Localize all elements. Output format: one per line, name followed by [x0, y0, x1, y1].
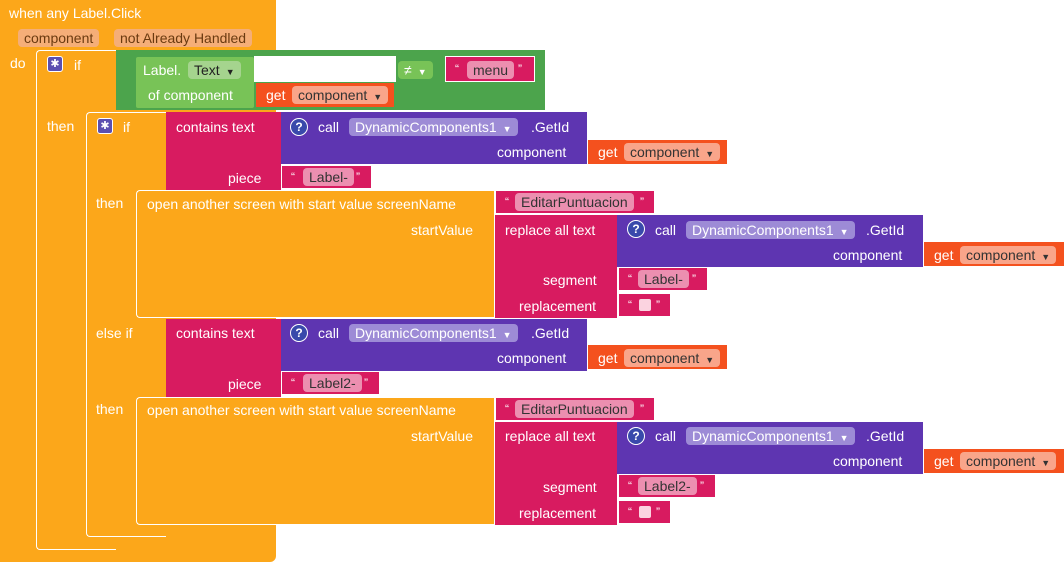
- screen-name-text[interactable]: EditarPuntuacion: [515, 193, 634, 211]
- replace-all-label: replace all text: [505, 222, 596, 238]
- help-icon[interactable]: ?: [627, 427, 645, 445]
- call-label: call: [655, 222, 677, 238]
- then-label-inner-1: then: [96, 195, 124, 211]
- dyn-components-dropdown[interactable]: DynamicComponents1▼: [349, 324, 518, 342]
- replace-all-block-2[interactable]: [495, 422, 617, 525]
- param-component[interactable]: component: [18, 29, 100, 47]
- contains-text-label: contains text: [176, 119, 255, 135]
- getid-label: .GetId: [531, 325, 570, 341]
- call-label: call: [318, 119, 340, 135]
- getid-label: .GetId: [866, 428, 905, 444]
- menu-text[interactable]: menu: [467, 61, 515, 79]
- start-value-label: startValue: [411, 428, 473, 444]
- get-label: get: [598, 350, 618, 366]
- component-arg-label: component: [833, 453, 903, 469]
- help-icon[interactable]: ?: [627, 220, 645, 238]
- get-label: get: [934, 453, 954, 469]
- help-icon[interactable]: ?: [290, 118, 308, 136]
- empty-text-field[interactable]: [639, 506, 651, 518]
- dyn-components-dropdown[interactable]: DynamicComponents1▼: [686, 221, 855, 239]
- neq-operator-dropdown[interactable]: ≠▼: [398, 61, 433, 79]
- replacement-label: replacement: [519, 298, 597, 314]
- label-dot: Label.: [143, 62, 182, 78]
- label2-prefix-text[interactable]: Label2-: [303, 374, 362, 392]
- component-arg-label: component: [497, 350, 567, 366]
- call-label: call: [318, 325, 340, 341]
- call-label: call: [655, 428, 677, 444]
- help-icon[interactable]: ?: [290, 324, 308, 342]
- open-screen-label: open another screen with start value scr…: [147, 196, 456, 212]
- component-var-dropdown[interactable]: component▼: [624, 143, 721, 161]
- component-var-dropdown[interactable]: component▼: [960, 246, 1057, 264]
- if-label: if: [74, 57, 81, 73]
- open-screen-block-1[interactable]: [136, 190, 494, 318]
- of-component-label: of component: [148, 87, 233, 103]
- open-screen-block-2[interactable]: [136, 397, 494, 525]
- text-property-dropdown[interactable]: Text▼: [188, 61, 241, 79]
- get-label: get: [598, 144, 618, 160]
- segment-label: segment: [543, 479, 597, 495]
- replacement-label: replacement: [519, 505, 597, 521]
- then-label: then: [47, 118, 75, 134]
- contains-block-1[interactable]: [166, 112, 281, 190]
- dyn-components-dropdown[interactable]: DynamicComponents1▼: [686, 427, 855, 445]
- event-title: when any Label.Click: [9, 5, 142, 21]
- component-var-dropdown[interactable]: component▼: [624, 349, 721, 367]
- getid-label: .GetId: [531, 119, 570, 135]
- component-var-dropdown[interactable]: component▼: [960, 452, 1057, 470]
- segment-text[interactable]: Label2-: [638, 477, 697, 495]
- replace-all-label: replace all text: [505, 428, 596, 444]
- gear-icon[interactable]: ✱: [47, 56, 63, 72]
- piece-label: piece: [228, 170, 262, 186]
- then-label-inner-2: then: [96, 401, 124, 417]
- segment-label: segment: [543, 272, 597, 288]
- label-prefix-text[interactable]: Label-: [303, 168, 354, 186]
- input-slot: [254, 56, 396, 82]
- empty-text-field[interactable]: [639, 299, 651, 311]
- start-value-label: startValue: [411, 222, 473, 238]
- piece-label: piece: [228, 376, 262, 392]
- do-label: do: [10, 55, 26, 71]
- inner-if-label: if: [123, 119, 130, 135]
- segment-text[interactable]: Label-: [638, 270, 689, 288]
- else-if-label: else if: [96, 325, 133, 341]
- screen-name-text[interactable]: EditarPuntuacion: [515, 400, 634, 418]
- contains-text-label: contains text: [176, 325, 255, 341]
- dyn-components-dropdown[interactable]: DynamicComponents1▼: [349, 118, 518, 136]
- get-label: get: [934, 247, 954, 263]
- component-arg-label: component: [497, 144, 567, 160]
- open-screen-label: open another screen with start value scr…: [147, 402, 456, 418]
- component-arg-label: component: [833, 247, 903, 263]
- contains-block-2[interactable]: [166, 319, 281, 397]
- get-label: get: [266, 87, 286, 103]
- component-var-dropdown[interactable]: component▼: [292, 86, 389, 104]
- gear-icon-inner[interactable]: ✱: [97, 118, 113, 134]
- param-not-already-handled[interactable]: not Already Handled: [114, 29, 253, 47]
- getid-label: .GetId: [866, 222, 905, 238]
- replace-all-block-1[interactable]: [495, 215, 617, 318]
